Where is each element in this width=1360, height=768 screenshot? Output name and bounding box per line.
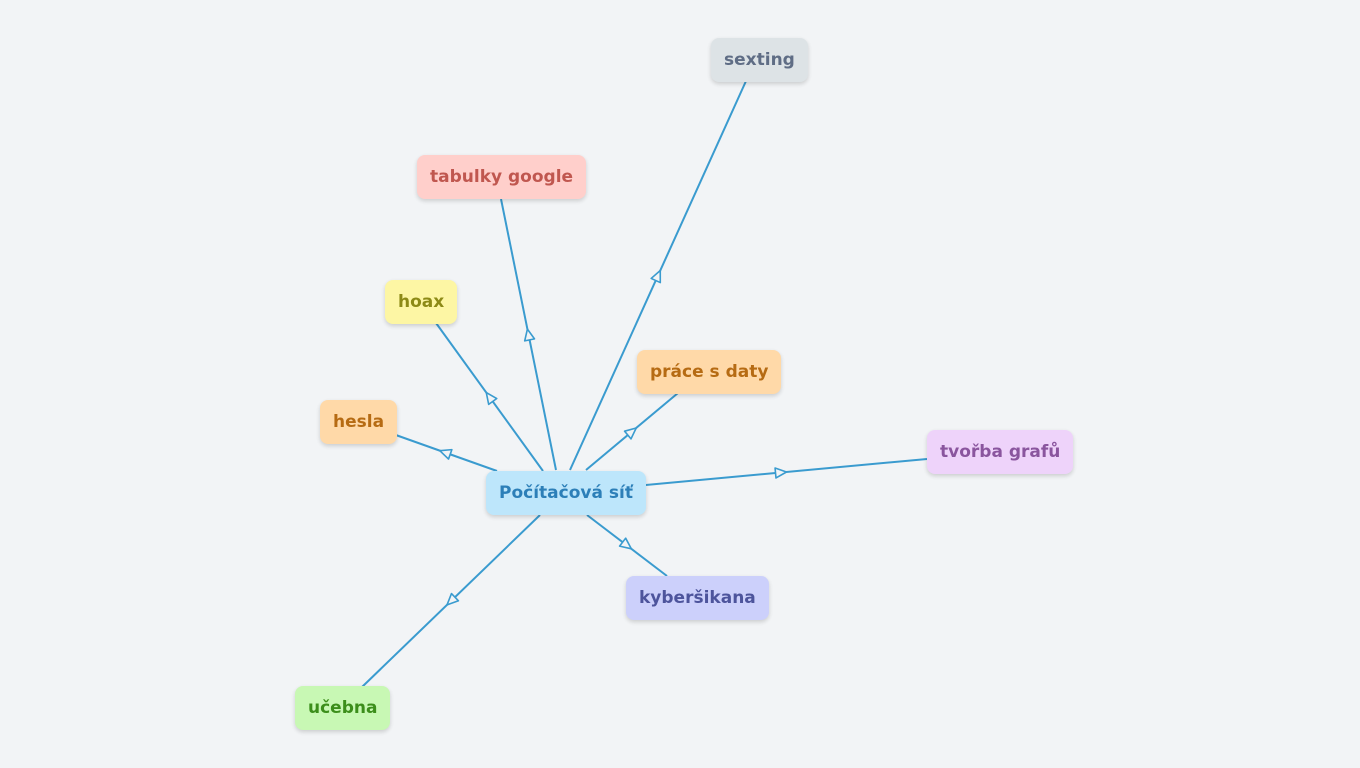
node-sexting[interactable]: sexting [711,38,808,82]
arrowhead-prace-s-daty [623,427,638,440]
arrowhead-sexting [650,269,662,284]
node-hoax[interactable]: hoax [385,280,458,324]
arrowhead-hesla [439,448,453,460]
arrowhead-tvorba-grafu [774,467,788,479]
arrowhead-kybersikana [618,537,633,550]
arrowhead-ucebna [446,592,460,606]
node-ucebna[interactable]: učebna [295,686,391,730]
node-kybersikana[interactable]: kyberšikana [626,576,769,620]
node-center[interactable]: Počítačová síť [486,471,646,515]
node-prace-s-daty[interactable]: práce s daty [637,350,782,394]
node-tabulky-google[interactable]: tabulky google [417,155,587,199]
arrowhead-hoax [485,391,498,406]
node-hesla[interactable]: hesla [320,400,398,444]
node-tvorba-grafu[interactable]: tvořba grafů [927,430,1074,474]
arrowhead-tabulky-google [523,328,536,342]
